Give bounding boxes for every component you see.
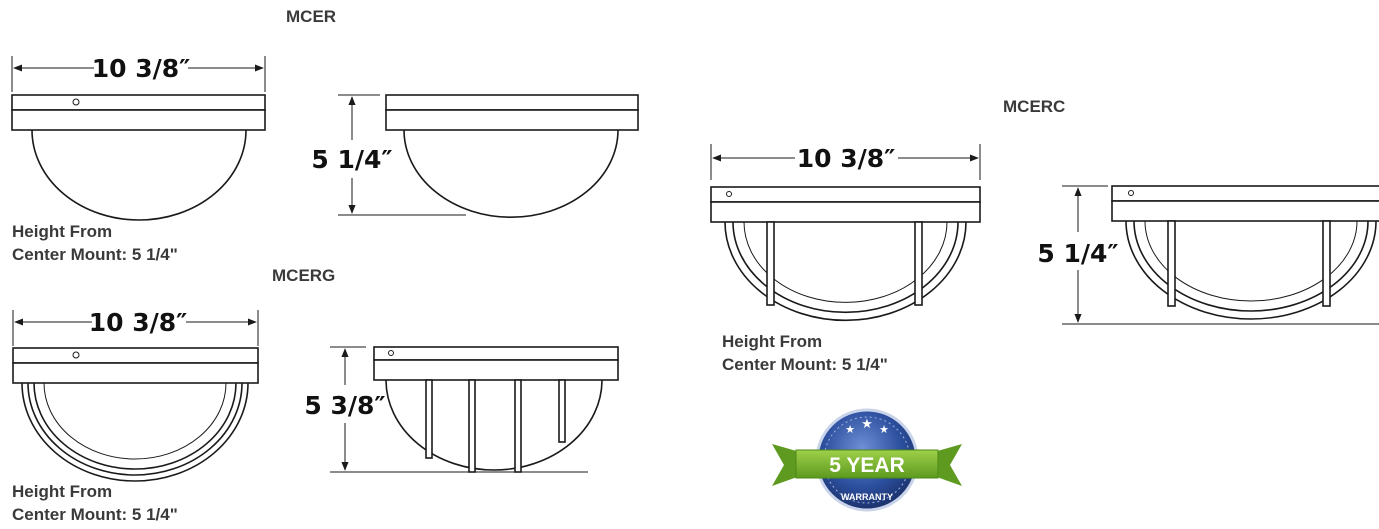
mcerg-front-view: 10 3/8″ [12, 308, 259, 482]
model-label-mcerc: MCERC [1003, 97, 1065, 116]
ribbon-right-tail [934, 444, 962, 486]
mcerg-width-dimension: 10 3/8″ [89, 308, 188, 337]
mcerg-side-view: 5 3/8″ [304, 346, 619, 473]
mcer-front-view: 10 3/8″ [11, 54, 266, 221]
mcerc-height-dimension: 5 1/4″ [1037, 239, 1118, 268]
mcer-note-line2: Center Mount: 5 1/4" [12, 245, 178, 264]
mcerg-note-line2: Center Mount: 5 1/4" [12, 505, 178, 524]
mcerg-height-dimension: 5 3/8″ [304, 391, 385, 420]
mcer-side-view: 5 1/4″ [311, 94, 639, 218]
ribbon-left-tail [772, 444, 800, 486]
mcerc-front-view: 10 3/8″ [710, 144, 981, 322]
warranty-badge: ★ ★ ★ 5 YEAR WARRANTY [772, 408, 962, 512]
ribbon-banner [795, 449, 939, 479]
mcer-height-dimension: 5 1/4″ [311, 145, 392, 174]
mcerc-note-line1: Height From [722, 332, 822, 351]
model-label-mcer: MCER [286, 7, 336, 26]
warranty-years-text: 5 YEAR [829, 454, 904, 477]
mcer-width-dimension: 10 3/8″ [92, 54, 191, 83]
mcerc-note-line2: Center Mount: 5 1/4" [722, 355, 888, 374]
mcer-note-line1: Height From [12, 222, 112, 241]
star-icon: ★ [879, 424, 889, 436]
model-label-mcerg: MCERG [272, 266, 335, 285]
mcerg-note-line1: Height From [12, 482, 112, 501]
star-icon: ★ [845, 424, 855, 436]
mcerc-side-view: 5 1/4″ [1037, 185, 1379, 325]
star-icon: ★ [861, 416, 873, 431]
warranty-word-text: WARRANTY [841, 492, 893, 502]
mcerc-width-dimension: 10 3/8″ [797, 144, 896, 173]
